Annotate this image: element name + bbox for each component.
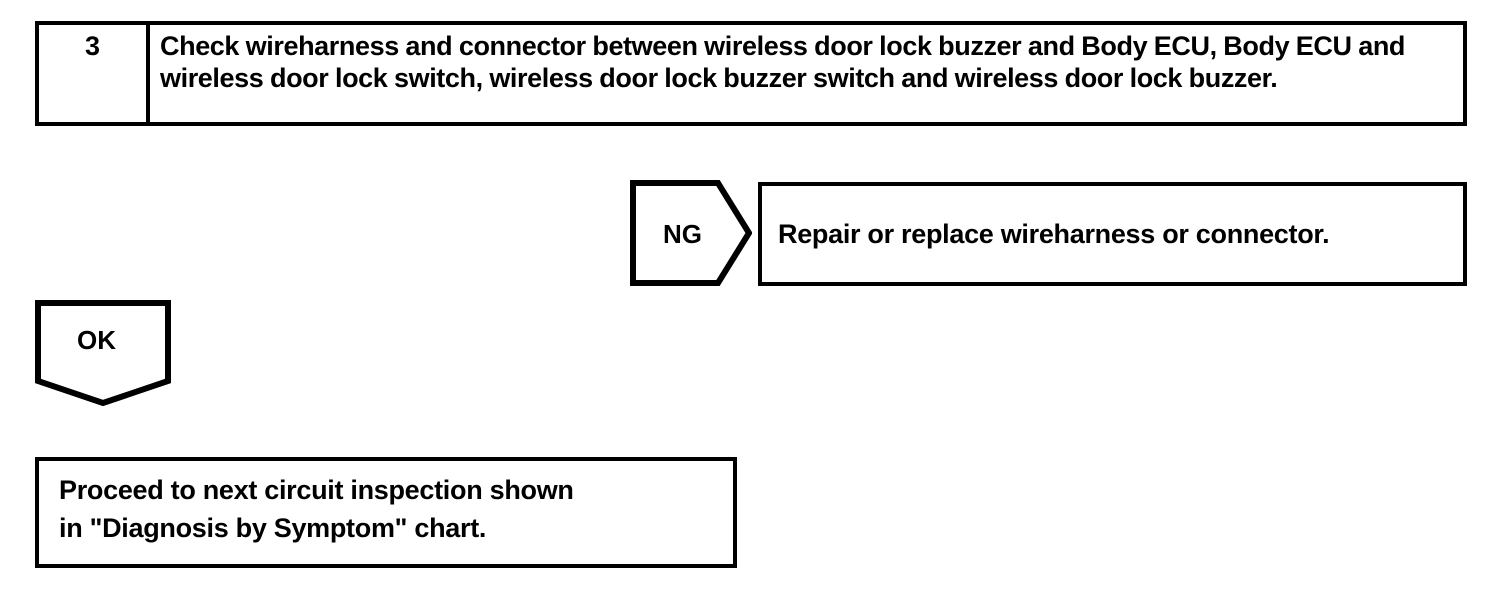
pentagon-down-icon: [35, 300, 171, 406]
ok-branch-label: OK: [77, 325, 116, 355]
step-number-cell: 3: [39, 25, 150, 122]
ok-action-box: Proceed to next circuit inspection shown…: [35, 457, 737, 568]
ng-branch-marker: NG: [630, 180, 752, 286]
step-number: 3: [84, 31, 101, 61]
ok-action-text: Proceed to next circuit inspection shown…: [59, 475, 574, 543]
step-box: 3 Check wireharness and connector betwee…: [35, 21, 1467, 126]
ok-branch-marker: OK: [35, 300, 171, 406]
pentagon-right-icon: [630, 180, 752, 286]
step-instruction-text: Check wireharness and connector between …: [160, 31, 1406, 93]
ng-action-box: Repair or replace wireharness or connect…: [758, 182, 1467, 286]
step-instruction-cell: Check wireharness and connector between …: [150, 25, 1463, 122]
ng-action-text: Repair or replace wireharness or connect…: [778, 219, 1330, 249]
ng-branch-label: NG: [663, 219, 702, 249]
